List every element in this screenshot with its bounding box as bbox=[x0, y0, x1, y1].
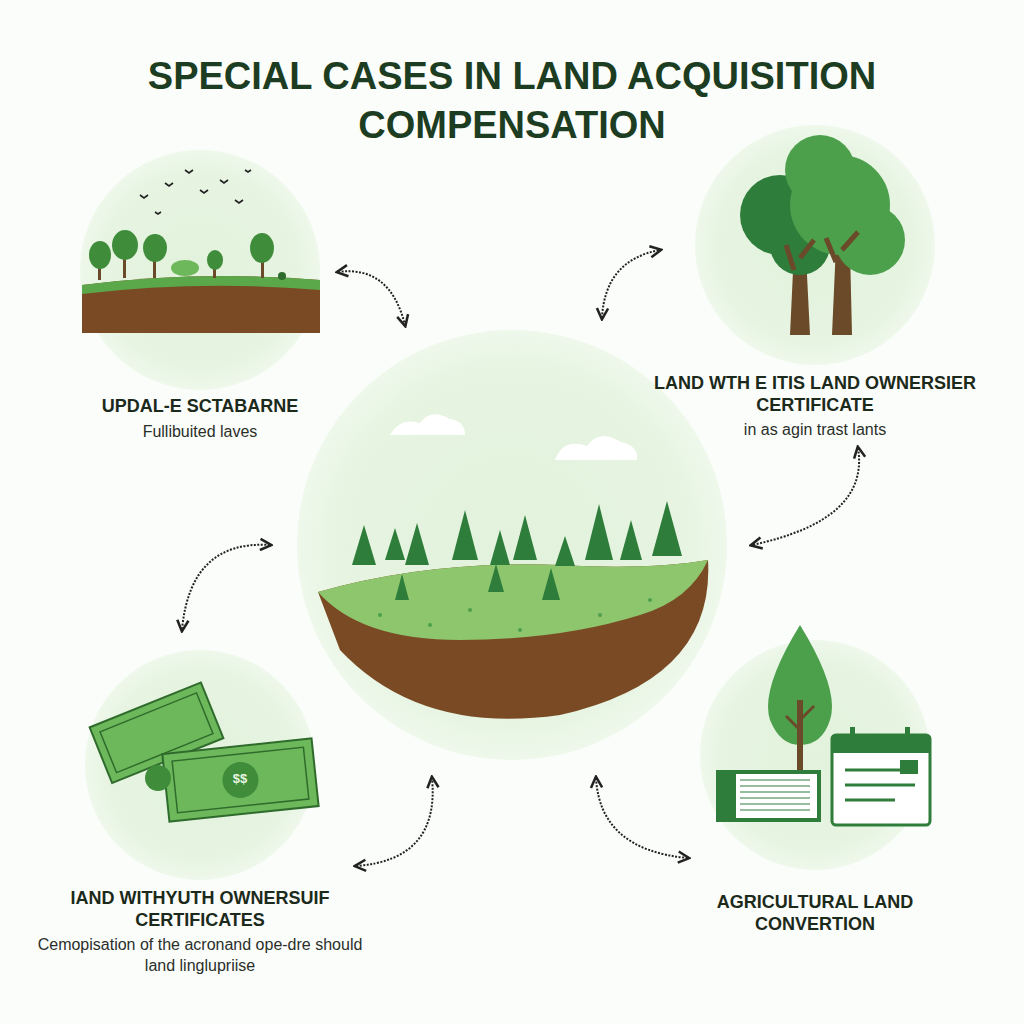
hill-landscape bbox=[318, 414, 708, 718]
case-circle: UPDAL-E SCTABARNEFullibuited laves bbox=[80, 150, 320, 390]
case-description: in as agin trast lants bbox=[650, 420, 980, 441]
case-caption: UPDAL-E SCTABARNE Fullibuited laves bbox=[50, 396, 350, 442]
case-description: Fullibuited laves bbox=[50, 422, 350, 443]
circle-bg bbox=[297, 330, 727, 760]
case-heading: AGRICULTURAL LAND CONVERTION bbox=[665, 892, 965, 935]
case-heading: UPDAL-E SCTABARNE bbox=[50, 396, 350, 418]
banknotes bbox=[90, 682, 319, 821]
case-caption: IAND WITHYUTH OWNERSUIF CERTIFICATESCemo… bbox=[30, 888, 370, 977]
diagram-title: SPECIAL CASES IN LAND ACQUISITION COMPEN… bbox=[30, 52, 994, 151]
case-circle: IAND WITHYUTH OWNERSUIF CERTIFICATESCemo… bbox=[85, 650, 315, 880]
case-heading: LAND WTH E ITIS LAND OWNERSIER CERTIFICA… bbox=[650, 373, 980, 416]
circle-bg bbox=[80, 150, 320, 390]
tree-book-calendar bbox=[716, 625, 930, 825]
case-caption: AGRICULTURAL LAND CONVERTION bbox=[665, 892, 965, 935]
case-heading: IAND WITHYUTH OWNERSUIF CERTIFICATES bbox=[30, 888, 370, 931]
case-caption: LAND WTH E ITIS LAND OWNERSIER CERTIFICA… bbox=[650, 373, 980, 441]
currency-label: $$ bbox=[233, 771, 247, 786]
tree-pair bbox=[740, 135, 905, 335]
case-circle: LAND WTH E ITIS LAND OWNERSIER CERTIFICA… bbox=[695, 125, 935, 365]
land-strip bbox=[82, 170, 320, 333]
circle-bg bbox=[695, 125, 935, 365]
case-description: Cemopisation of the acronand ope-dre sho… bbox=[30, 935, 370, 977]
case-circle: AGRICULTURAL LAND CONVERTION bbox=[700, 640, 930, 870]
double-arrows bbox=[182, 250, 859, 866]
